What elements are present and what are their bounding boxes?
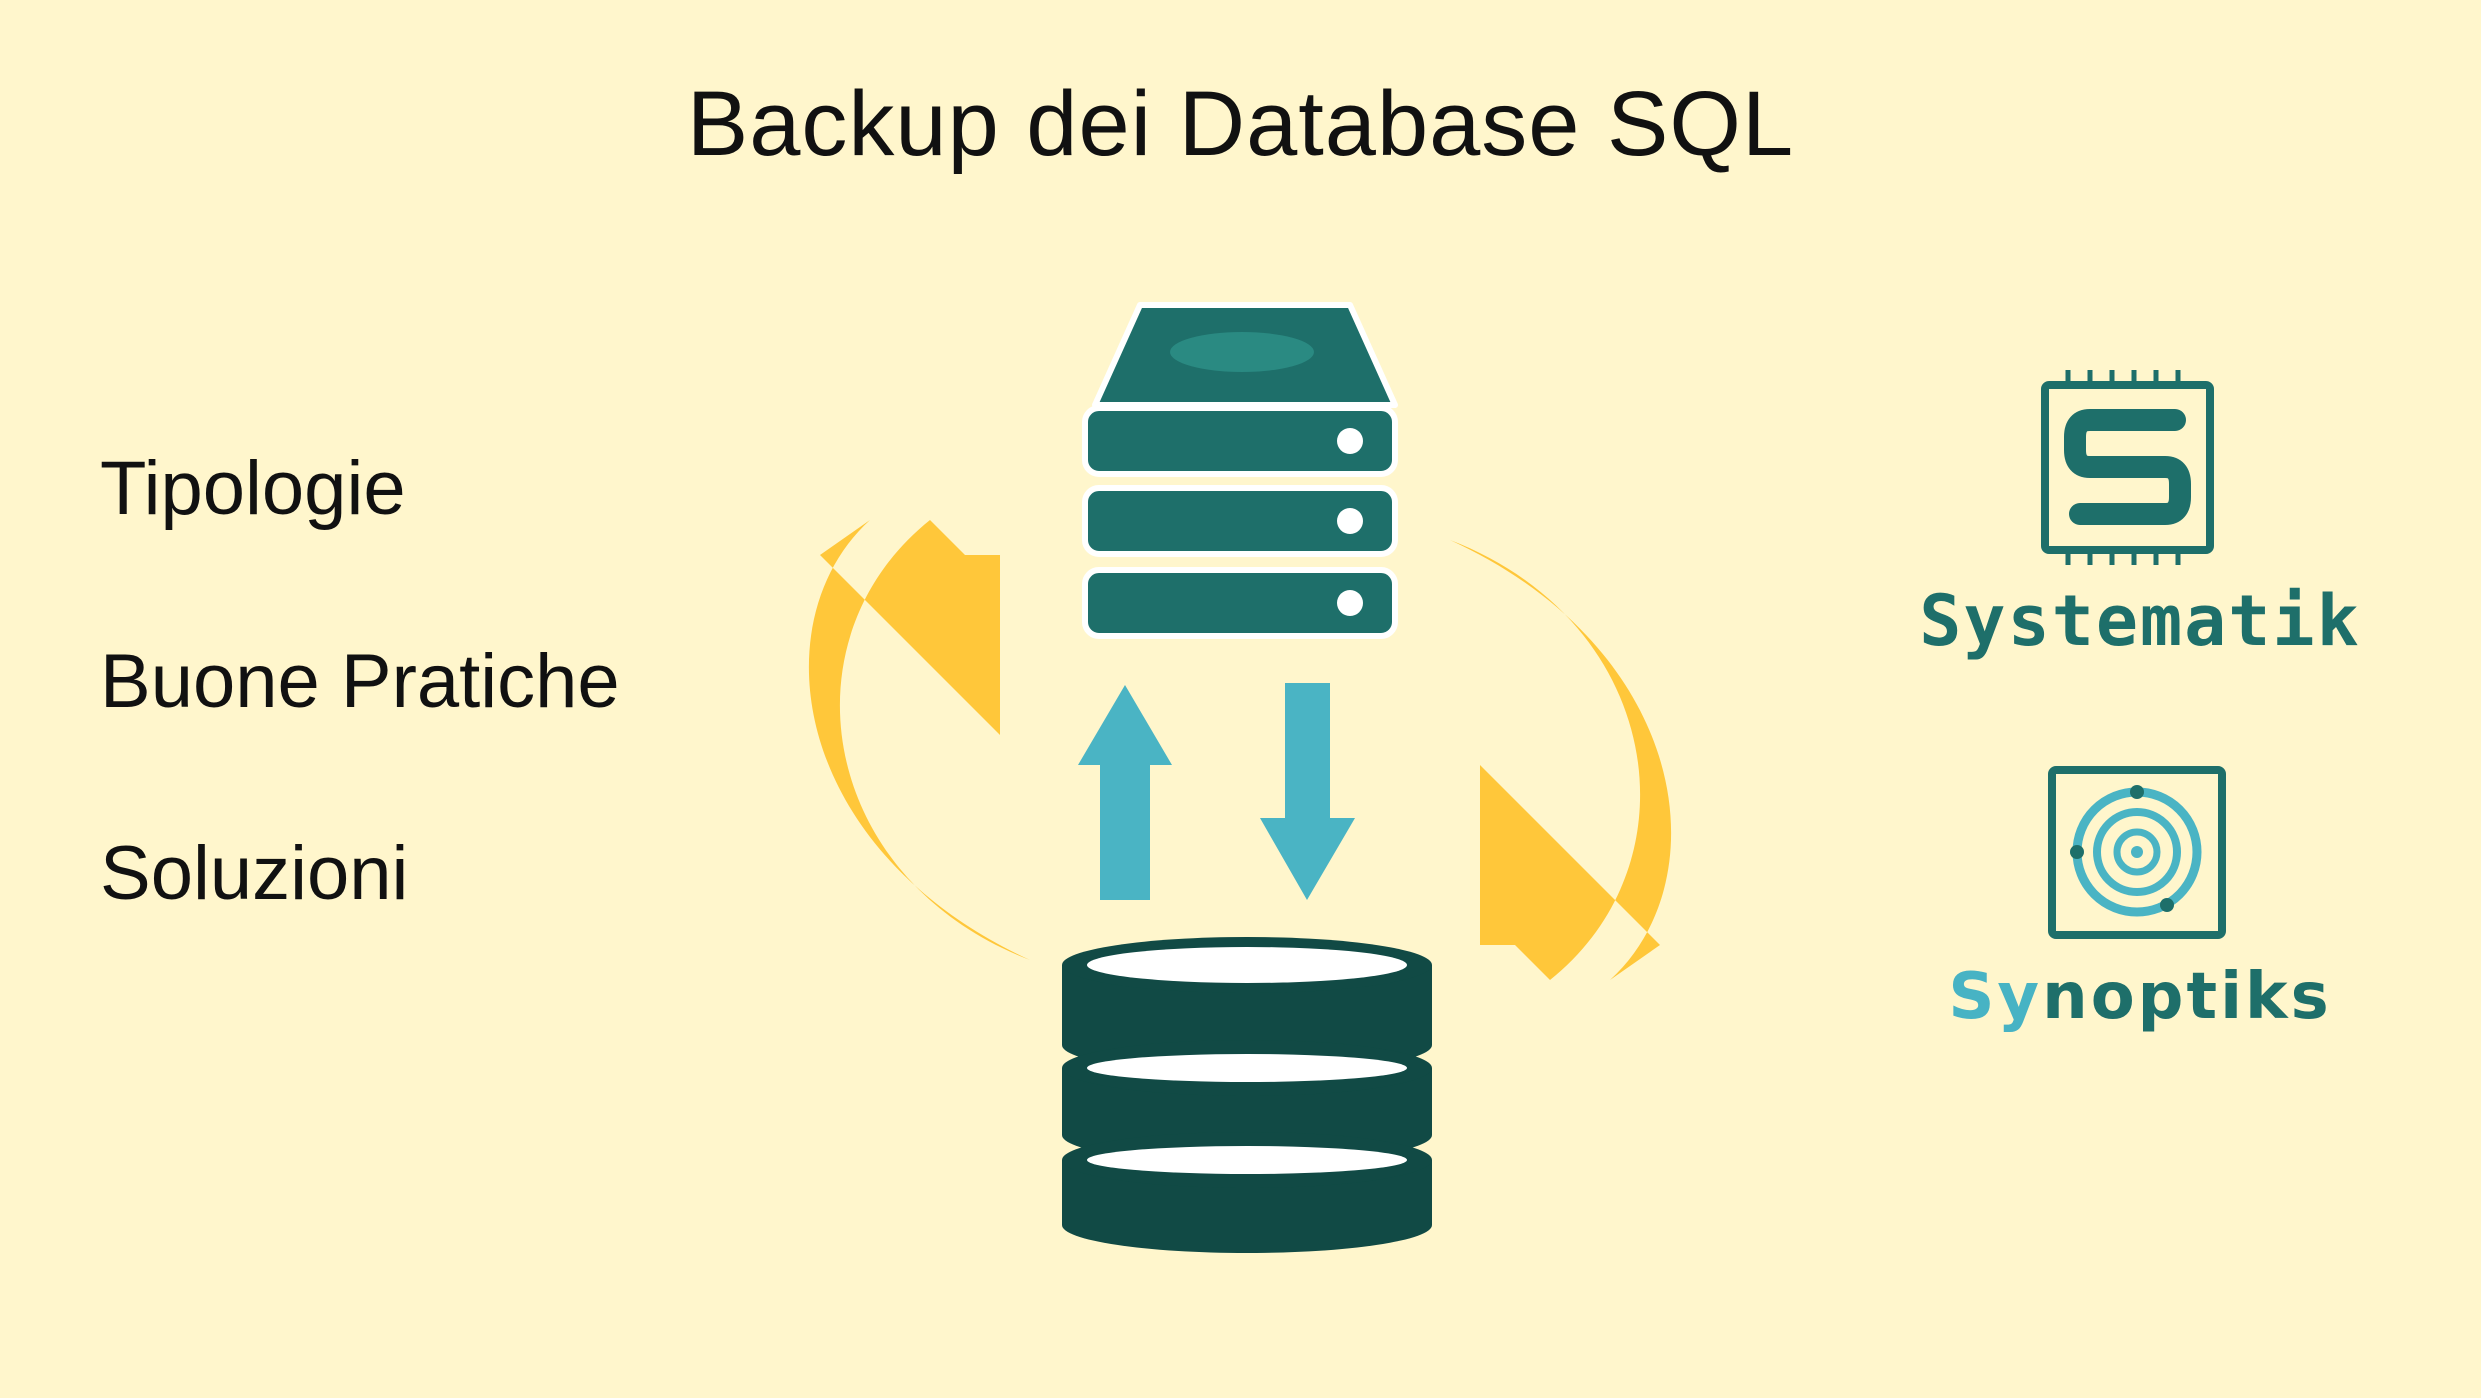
- page-title: Backup dei Database SQL: [686, 73, 1795, 175]
- synoptiks-brand-name: Synoptiks: [1890, 960, 2390, 1034]
- cycle-arrow-left-icon: [808, 520, 1030, 960]
- server-icon: [1082, 302, 1398, 639]
- systematik-logo-icon: [2041, 370, 2214, 565]
- topic-buone-pratiche: Buone Pratiche: [100, 639, 620, 724]
- topic-soluzioni: Soluzioni: [100, 831, 409, 916]
- systematik-brand-name: Systematik: [1919, 580, 2361, 662]
- synoptiks-logo-icon: [2048, 766, 2226, 939]
- topic-tipologie: Tipologie: [100, 446, 406, 531]
- download-arrow-icon: [1260, 683, 1355, 900]
- cycle-arrow-right-icon: [1450, 540, 1672, 980]
- synoptiks-brand-prefix: Sy: [1948, 960, 2043, 1034]
- database-icon: [1062, 937, 1432, 1253]
- synoptiks-brand-rest: noptiks: [2042, 960, 2332, 1034]
- upload-arrow-icon: [1078, 685, 1172, 900]
